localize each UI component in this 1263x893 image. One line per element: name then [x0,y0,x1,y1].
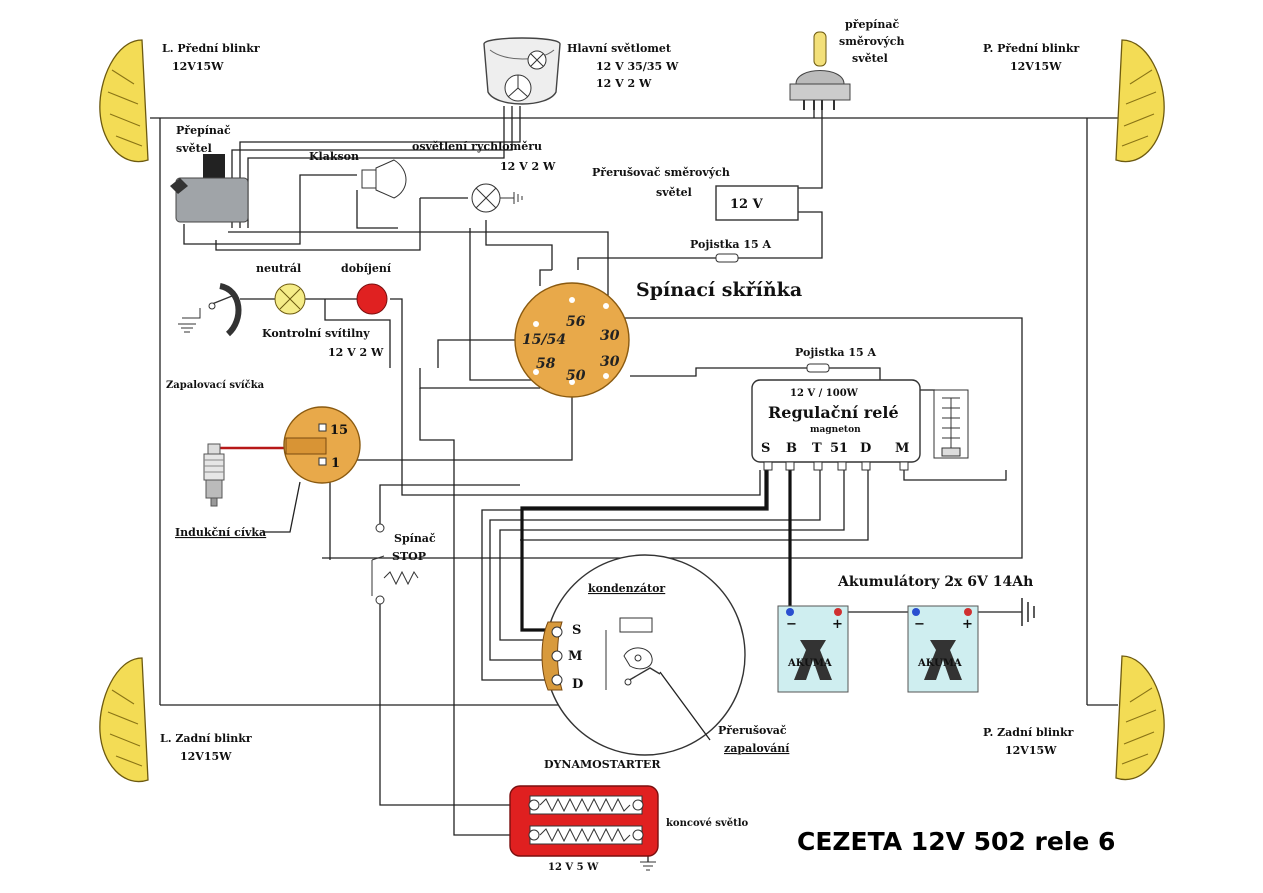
ignition-terminal-15-54: 15/54 [522,332,566,348]
ignition-terminal-30a: 30 [600,328,620,344]
ignition-switch-box: 56 30 15/54 58 50 30 Spínací skříňka [514,279,802,398]
breaker-label-line1: Přerušovač [718,724,787,737]
fuse-1: Pojistka 15 A [690,238,771,263]
ignition-terminal-56: 56 [566,314,586,330]
blinker-rear-left: L. Zadní blinkr 12V15W [99,657,252,783]
batteries-label: Akumulátory 2x 6V 14Ah [837,574,1033,590]
dynamo-terminal-S: S [572,623,581,638]
coil-terminal-15: 15 [330,423,348,438]
dynamostarter-name: DYNAMOSTARTER [544,758,661,771]
ignition-terminal-58: 58 [536,356,556,372]
battery-2-plus: + [962,617,973,632]
front-right-blinker-name: P. Přední blinkr [983,42,1080,55]
regulator-terminal-S: S [761,441,770,456]
coil-terminal-1: 1 [331,456,340,471]
wiring [150,106,1118,862]
fuse-1-label: Pojistka 15 A [690,238,771,251]
tail-light-rating: 12 V 5 W [548,862,599,873]
spark-plug-label: Zapalovací svíčka [166,380,265,391]
indicator-lamps-rating: 12 V 2 W [328,346,384,359]
tail-light-name: koncové světlo [666,818,749,829]
battery-1: − + AKUMA [777,605,849,693]
regulator-terminal-M: M [895,441,909,456]
voltage-regulator: 12 V / 100W Regulační relé magneton S B … [751,379,969,471]
fuse-2: Pojistka 15 A [795,346,876,373]
neutral-label: neutrál [256,262,301,275]
rear-left-blinker-rating: 12V15W [180,750,232,763]
regulator-brand: magneton [810,425,861,435]
capacitor-icon [619,617,653,633]
battery-logo-icon [924,640,962,680]
blinker-rear-right: P. Zadní blinkr 12V15W [983,655,1165,781]
stop-switch-label-line1: Spínač [394,532,436,545]
light-switch-label-line2: světel [176,142,212,155]
front-left-blinker-name: L. Přední blinkr [162,42,260,55]
fuse-2-label: Pojistka 15 A [795,346,876,359]
indicator-lamps: neutrál dobíjení Kontrolní svítilny 12 V… [178,262,392,359]
ignition-terminal-50: 50 [566,368,586,384]
regulator-terminal-B: B [786,441,797,456]
regulator-terminal-D: D [860,441,871,456]
tail-light: koncové světlo 12 V 5 W [509,785,749,873]
blinker-front-left: L. Přední blinkr 12V15W [99,39,260,163]
headlight-rating-parking: 12 V 2 W [596,77,652,90]
flasher-label-line2: světel [656,186,692,199]
breaker-label-group: Přerušovač zapalování [659,671,790,755]
stop-switch-label-line2: STOP [392,550,426,563]
ignition-box-name: Spínací skříňka [636,279,802,301]
flasher-box-label: 12 V [730,197,764,212]
headlight: Hlavní světlomet 12 V 35/35 W 12 V 2 W [483,37,679,105]
ignition-terminal-30b: 30 [600,354,620,370]
turn-switch-label-line2: směrových [839,35,904,48]
flasher-unit: 12 V Přerušovač směrových světel [592,166,799,221]
indicator-lamps-name: Kontrolní svítilny [262,327,370,340]
turn-signal-switch: přepínač směrových světel [789,18,904,110]
regulator-name: Regulační relé [768,403,899,422]
diagram-title: CEZETA 12V 502 rele 6 [797,827,1115,856]
speedometer-light: osvětlení rychloměru 12 V 2 W [412,140,556,213]
headlight-name: Hlavní světlomet [567,42,672,55]
charging-label: dobíjení [341,262,392,275]
coil-name: Indukční cívka [175,526,266,539]
regulator-terminal-T: T [812,441,822,456]
capacitor-label: kondenzátor [588,582,665,595]
battery-1-brand: AKUMA [787,658,832,669]
blinker-front-right: P. Přední blinkr 12V15W [983,39,1165,163]
battery-2-brand: AKUMA [917,658,962,669]
heavy-charging-wires [520,458,792,632]
light-switch: Přepínač světel [170,124,249,223]
speedo-light-rating: 12 V 2 W [500,160,556,173]
horn: Klakson [309,150,407,199]
battery-2-minus: − [914,617,925,632]
regulator-rating: 12 V / 100W [790,388,859,399]
rear-right-blinker-name: P. Zadní blinkr [983,726,1074,739]
speedo-light-name: osvětlení rychloměru [412,140,542,153]
battery-1-plus: + [832,617,843,632]
stop-switch: Spínač STOP [371,523,436,605]
front-right-blinker-rating: 12V15W [1010,60,1062,73]
rear-right-blinker-rating: 12V15W [1005,744,1057,757]
turn-switch-label-line3: světel [852,52,888,65]
headlight-rating-main: 12 V 35/35 W [596,60,679,73]
breaker-label-line2: zapalování [724,742,790,755]
dynamo-terminal-D: D [572,677,583,692]
spark-plug: Zapalovací svíčka [166,380,265,507]
regulator-terminal-51: 51 [830,441,848,456]
flasher-label-line1: Přerušovač směrových [592,166,730,179]
turn-switch-label-line1: přepínač [845,18,899,31]
dynamostarter: S M D kondenzátor DYNAMOSTARTER [541,554,746,771]
horn-label: Klakson [309,150,359,163]
front-left-blinker-rating: 12V15W [172,60,224,73]
battery-logo-icon [794,640,832,680]
battery-1-minus: − [786,617,797,632]
battery-2: − + AKUMA [907,605,979,693]
light-switch-label-line1: Přepínač [176,124,231,137]
battery-ground [1021,598,1035,626]
charging-lamp-icon [356,283,388,315]
rear-left-blinker-name: L. Zadní blinkr [160,732,252,745]
ignition-coil: 15 1 Indukční cívka [175,406,361,539]
dynamo-terminal-M: M [568,649,582,664]
